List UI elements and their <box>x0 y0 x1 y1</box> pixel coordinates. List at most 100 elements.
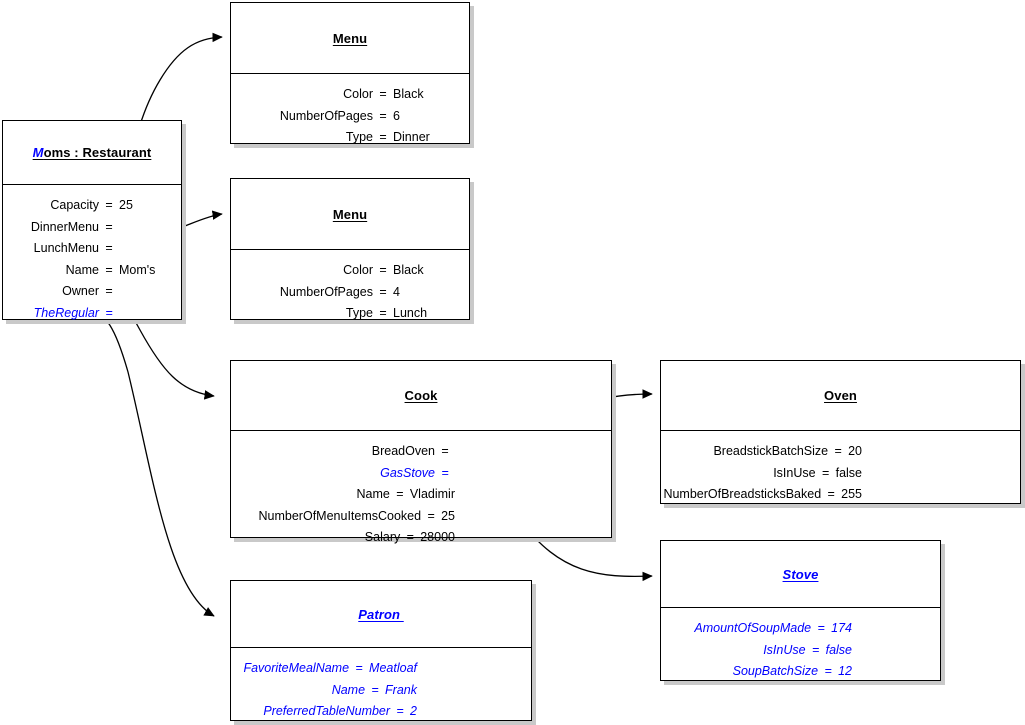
attribute-name: Capacity <box>50 198 99 212</box>
object-title-oven: Oven <box>824 388 857 403</box>
attribute-value: Vladimir <box>409 487 455 501</box>
attribute-row: Capacity = 25 <box>11 195 175 217</box>
attribute-value: 20 <box>848 444 862 458</box>
object-box-menu-dinner[interactable]: Menu Color = Black NumberOfPages = 6 Typ… <box>230 2 470 144</box>
attribute-row: Name = Frank <box>239 680 417 702</box>
object-title-bar: Stove <box>661 541 940 608</box>
object-title-lead: M <box>32 145 44 160</box>
object-attributes: BreadOven = GasStove = Name = Vladimir N… <box>231 431 611 555</box>
attribute-name: Name <box>65 262 99 277</box>
attribute-name: NumberOfPages <box>279 284 373 299</box>
object-box-restaurant[interactable]: Moms : Restaurant Capacity = 25 DinnerMe… <box>2 120 182 320</box>
attribute-row: NumberOfMenuItemsCooked = 25 <box>239 506 455 528</box>
attribute-value: Lunch <box>393 306 428 320</box>
attribute-row: IsInUse = false <box>669 640 852 662</box>
object-box-cook[interactable]: Cook BreadOven = GasStove = Name = Vladi… <box>230 360 612 544</box>
attribute-row: BreadOven = <box>239 441 455 463</box>
attribute-value: 28000 <box>420 530 455 544</box>
object-box-menu-lunch[interactable]: Menu Color = Black NumberOfPages = 4 Typ… <box>230 178 470 320</box>
attribute-row: Owner = <box>11 281 175 303</box>
object-attributes: FavoriteMealName = Meatloaf Name = Frank… <box>231 648 531 725</box>
attribute-equals: = <box>105 219 113 234</box>
attribute-equals: = <box>817 621 825 635</box>
object-attributes: BreadstickBatchSize = 20 IsInUse = false… <box>661 431 1020 512</box>
attribute-equals: = <box>834 444 842 458</box>
attribute-value: 4 <box>393 284 400 299</box>
attribute-row: TheRegular = <box>11 303 175 325</box>
attribute-row: LunchMenu = <box>11 238 175 260</box>
attribute-row: DinnerMenu = <box>11 217 175 239</box>
link-restaurant-theregular <box>83 307 215 617</box>
attribute-row: NumberOfPages = 6 <box>239 106 461 128</box>
attribute-equals: = <box>427 508 435 523</box>
attribute-row: GasStove = <box>239 463 455 485</box>
attribute-name: Name <box>331 682 366 697</box>
object-attributes: Color = Black NumberOfPages = 6 Type = D… <box>231 74 469 155</box>
attribute-name: LunchMenu <box>33 241 99 255</box>
attribute-name: SoupBatchSize <box>732 664 819 678</box>
object-attributes: AmountOfSoupMade = 174 IsInUse = false S… <box>661 608 940 689</box>
attribute-equals: = <box>105 284 113 298</box>
object-title-bar: Menu <box>231 179 469 250</box>
attribute-row: Color = Black <box>239 260 461 282</box>
attribute-value: 25 <box>441 508 455 523</box>
attribute-equals: = <box>811 642 820 657</box>
object-box-stove[interactable]: Stove AmountOfSoupMade = 174 IsInUse = f… <box>660 540 941 681</box>
attribute-value: Mom's <box>119 262 156 277</box>
attribute-row: Color = Black <box>239 84 461 106</box>
attribute-equals: = <box>379 263 387 277</box>
attribute-equals: = <box>406 530 414 544</box>
attribute-equals: = <box>355 661 363 675</box>
attribute-row: BreadstickBatchSize = 20 <box>669 441 862 463</box>
attribute-equals: = <box>379 130 387 144</box>
attribute-name: Type <box>345 130 373 144</box>
object-title-bar: Cook <box>231 361 611 431</box>
attribute-equals: = <box>824 664 832 678</box>
object-attributes: Color = Black NumberOfPages = 4 Type = L… <box>231 250 469 331</box>
attribute-name: BreadOven <box>371 444 435 458</box>
attribute-value: 2 <box>410 704 417 718</box>
attribute-row: FavoriteMealName = Meatloaf <box>239 658 417 680</box>
attribute-row: Name = Mom's <box>11 260 175 282</box>
attribute-value: Meatloaf <box>369 661 417 675</box>
attribute-row: NumberOfPages = 4 <box>239 282 461 304</box>
attribute-name: Owner <box>62 284 99 298</box>
attribute-value: Black <box>393 263 424 277</box>
attribute-name: Salary <box>364 530 401 544</box>
attribute-name: TheRegular <box>33 305 99 320</box>
attribute-name: IsInUse <box>773 465 816 480</box>
attribute-value: 255 <box>841 487 862 501</box>
attribute-name: IsInUse <box>763 642 806 657</box>
attribute-value: Frank <box>385 682 417 697</box>
attribute-row: Type = Dinner <box>239 127 461 149</box>
attribute-name: PreferredTableNumber <box>263 704 391 718</box>
attribute-equals: = <box>827 487 835 501</box>
attribute-value: 6 <box>393 108 400 123</box>
attribute-name: DinnerMenu <box>30 219 99 234</box>
attribute-name: NumberOfMenuItemsCooked <box>258 508 422 523</box>
attribute-equals: = <box>441 444 449 458</box>
attribute-equals: = <box>105 241 113 255</box>
attribute-row: SoupBatchSize = 12 <box>669 661 852 683</box>
object-title-bar: Patron <box>231 581 531 648</box>
attribute-equals: = <box>821 465 830 480</box>
attribute-row: IsInUse = false <box>669 463 862 485</box>
attribute-equals: = <box>105 198 113 212</box>
attribute-name: Name <box>356 487 390 501</box>
attribute-name: GasStove <box>380 465 435 480</box>
attribute-name: Color <box>343 87 373 101</box>
attribute-equals: = <box>379 306 387 320</box>
attribute-value: Dinner <box>393 130 430 144</box>
object-title-bar: Moms : Restaurant <box>3 121 181 185</box>
object-title-cook: Cook <box>404 388 438 403</box>
attribute-equals: = <box>371 682 379 697</box>
attribute-value: false <box>825 642 852 657</box>
object-box-patron[interactable]: Patron FavoriteMealName = Meatloaf Name … <box>230 580 532 721</box>
attribute-value: Black <box>393 87 424 101</box>
object-box-oven[interactable]: Oven BreadstickBatchSize = 20 IsInUse = … <box>660 360 1021 504</box>
attribute-name: NumberOfBreadsticksBaked <box>663 487 822 501</box>
object-attributes: Capacity = 25 DinnerMenu = LunchMenu = N… <box>3 185 181 330</box>
attribute-row: NumberOfBreadsticksBaked = 255 <box>663 484 862 506</box>
attribute-row: Type = Lunch <box>239 303 461 325</box>
